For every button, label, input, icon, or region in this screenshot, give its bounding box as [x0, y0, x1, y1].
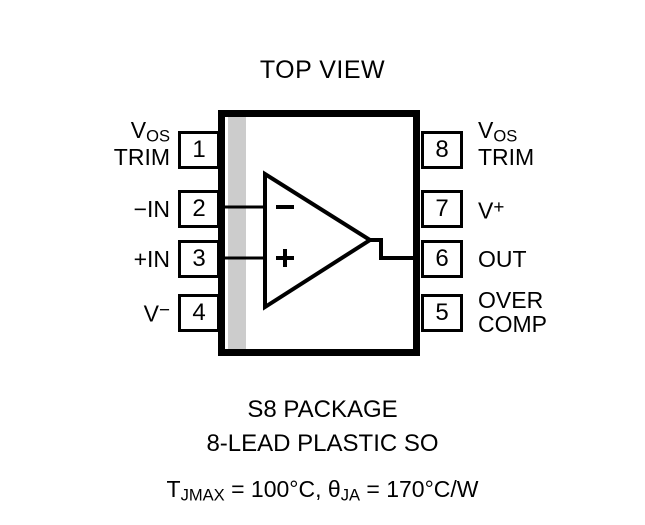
pin-number-2: 2	[192, 195, 206, 222]
pin-box-5[interactable]: 5	[421, 294, 463, 332]
pin-label-8-vos-trim: VOS TRIM	[478, 118, 534, 169]
pin-label-3-noninverting-input: +IN	[134, 248, 170, 271]
pin-box-1[interactable]: 1	[178, 131, 220, 169]
pin-label-5-over-comp: OVER COMP	[478, 288, 547, 336]
theta-ja-subscript: JA	[340, 485, 360, 505]
pin-label-8-line2: TRIM	[478, 144, 535, 171]
pin-label-2-text: −IN	[133, 196, 170, 222]
pin-label-4-v-negative: V−	[143, 299, 170, 327]
pin-number-5: 5	[435, 299, 449, 326]
pin-label-8-subscript: OS	[493, 126, 518, 146]
pin-box-2[interactable]: 2	[178, 190, 220, 228]
thermal-specification: TJMAX = 100°C, θJA = 170°C/W	[0, 478, 645, 504]
pin-number-3: 3	[192, 245, 206, 272]
package-body-outline	[218, 110, 420, 356]
pin-label-6-output: OUT	[478, 248, 527, 271]
pin-label-1-subscript: OS	[146, 126, 170, 146]
pin-box-4[interactable]: 4	[178, 294, 220, 332]
pin1-orientation-bar	[228, 117, 246, 349]
pin-label-1-line2: TRIM	[113, 144, 170, 171]
pin-label-1-vos-trim: VOS TRIM	[114, 118, 170, 169]
page-title: TOP VIEW	[259, 56, 386, 84]
pin-number-8: 8	[435, 136, 449, 163]
pin-number-1: 1	[192, 136, 206, 163]
wire-output-to-pin6	[370, 238, 420, 260]
pin-label-5-line2: COMP	[478, 311, 547, 338]
pin-number-6: 6	[435, 245, 449, 272]
pin-label-7-superscript: +	[493, 196, 505, 217]
tjmax-subscript: JMAX	[180, 485, 225, 505]
pin-label-2-inverting-input: −IN	[134, 198, 170, 221]
pin-label-7-v-positive: V+	[478, 196, 505, 224]
tjmax-symbol: T	[166, 476, 181, 502]
pin-label-4-superscript: −	[158, 299, 170, 320]
pin-number-4: 4	[192, 299, 206, 326]
pin-label-7-text: V	[478, 197, 494, 224]
pin-label-5-line1: OVER	[478, 287, 544, 313]
pin-label-3-text: +IN	[133, 246, 170, 272]
pin-box-6[interactable]: 6	[421, 240, 463, 278]
package-description-caption: 8-LEAD PLASTIC SO	[206, 430, 439, 457]
package-name-caption: S8 PACKAGE	[247, 396, 398, 423]
pin-label-8-line1: V	[478, 117, 494, 143]
pin-box-7[interactable]: 7	[421, 190, 463, 228]
pin-box-3[interactable]: 3	[178, 240, 220, 278]
amplifier-schematic	[218, 170, 420, 311]
opamp-triangle	[263, 170, 374, 311]
pin-label-4-text: V	[143, 300, 159, 327]
pin-label-6-text: OUT	[478, 246, 527, 272]
theta-ja-symbol: θ	[327, 476, 341, 502]
theta-ja-value: = 170°C/W	[360, 476, 479, 502]
pin-number-7: 7	[435, 195, 449, 222]
tjmax-value: = 100°C,	[224, 476, 328, 502]
pin-label-1-line1: V	[130, 117, 147, 143]
pin-box-8[interactable]: 8	[421, 131, 463, 169]
